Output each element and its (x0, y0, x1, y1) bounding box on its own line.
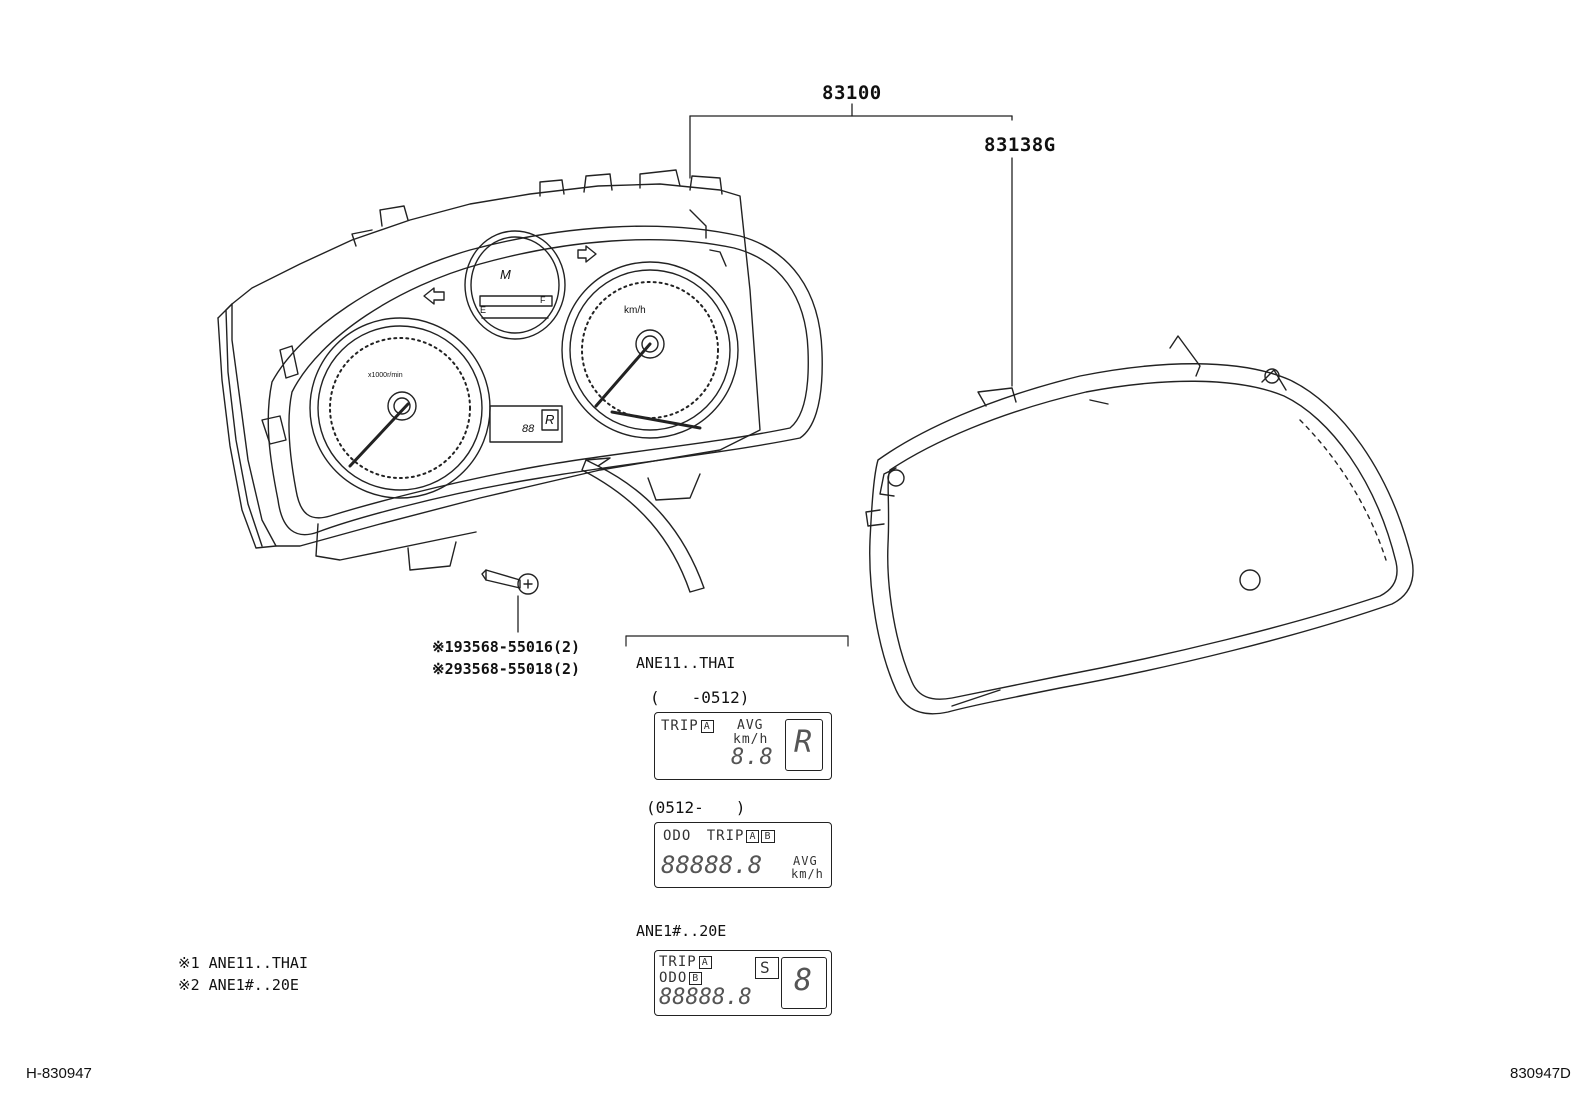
lcd1-trip-tag: A (700, 719, 714, 733)
part-number-assembly: 83100 (822, 82, 882, 104)
variant-title-thai: ANE11..THAI (636, 654, 736, 672)
variant-period-1: ( -0512) (650, 688, 750, 707)
tachometer (309, 317, 491, 499)
fuel-f: F (540, 295, 546, 305)
lcd3-seg: 8 (794, 963, 814, 998)
lcd1-digits: 8.8 (731, 745, 774, 770)
lcd2-digits: 88888.8 (661, 851, 763, 879)
lcd1-avg: AVG (737, 718, 764, 733)
lcd1-gear-box: R (785, 719, 823, 771)
fuel-e: E (480, 305, 487, 315)
lcd3-tag-a: A (698, 955, 712, 969)
reference-left: H-830947 (26, 1065, 92, 1082)
legend-item-1: ※1 ANE11..THAI (178, 954, 308, 972)
screw-part-2: 93568-55018(2) (453, 660, 581, 678)
combination-meter-assembly (217, 169, 823, 571)
lcd1-unit: km/h (733, 732, 769, 747)
mini-lcd-gear: R (545, 412, 555, 427)
lcd1-gear: R (794, 725, 814, 760)
screw-label-1: ※193568-55016(2) (432, 640, 580, 655)
meter-bezel (267, 225, 823, 536)
turn-left-indicator (423, 287, 445, 305)
variant-period-2: (0512- ) (646, 798, 746, 817)
mini-lcd-window (489, 405, 563, 443)
lcd2-tag-b: B (761, 829, 775, 843)
callout-arrow (581, 459, 705, 593)
part-number-glass: 83138G (984, 134, 1056, 156)
speed-unit: km/h (624, 305, 646, 316)
screw (481, 569, 539, 595)
screw-mark-2: ※2 (432, 660, 454, 678)
meter-glass (865, 335, 1414, 715)
screw-part-1: 93568-55016(2) (453, 638, 581, 656)
reference-right: 830947D (1510, 1065, 1571, 1082)
fuel-gauge (464, 230, 566, 340)
lcd2-unit: km/h (791, 867, 824, 881)
speedometer (561, 261, 739, 439)
lcd1-trip: TRIP (661, 718, 699, 734)
leader-lines (517, 103, 1013, 633)
lcd3-seg-box: 8 (781, 957, 827, 1009)
mini-lcd-digits: 88 (522, 423, 535, 435)
lcd2-avg: AVG (793, 854, 818, 868)
lcd3-digits: 88888.8 (659, 985, 752, 1010)
lcd3-s-box: S (755, 957, 779, 979)
meter-housing-rear (231, 183, 761, 547)
lcd3-tag-b: B (689, 971, 703, 985)
lcd3-s: S (760, 958, 771, 977)
lcd3-trip: TRIP (659, 954, 697, 970)
legend-item-2: ※2 ANE1#..20E (178, 976, 299, 994)
lcd2-tag-a: A (746, 829, 760, 843)
turn-right-indicator (577, 245, 597, 263)
lcd3-odo: ODO (659, 970, 688, 986)
variant-title-20e: ANE1#..20E (636, 922, 727, 940)
variant-bracket (625, 635, 849, 647)
fuel-mark: M (500, 267, 511, 282)
lcd2-odo: ODO (663, 828, 692, 844)
tach-label: x1000r/min (368, 372, 403, 379)
lcd2-trip: TRIP (706, 828, 745, 844)
screw-mark-1: ※1 (432, 638, 454, 656)
screw-label-2: ※293568-55018(2) (432, 662, 580, 677)
